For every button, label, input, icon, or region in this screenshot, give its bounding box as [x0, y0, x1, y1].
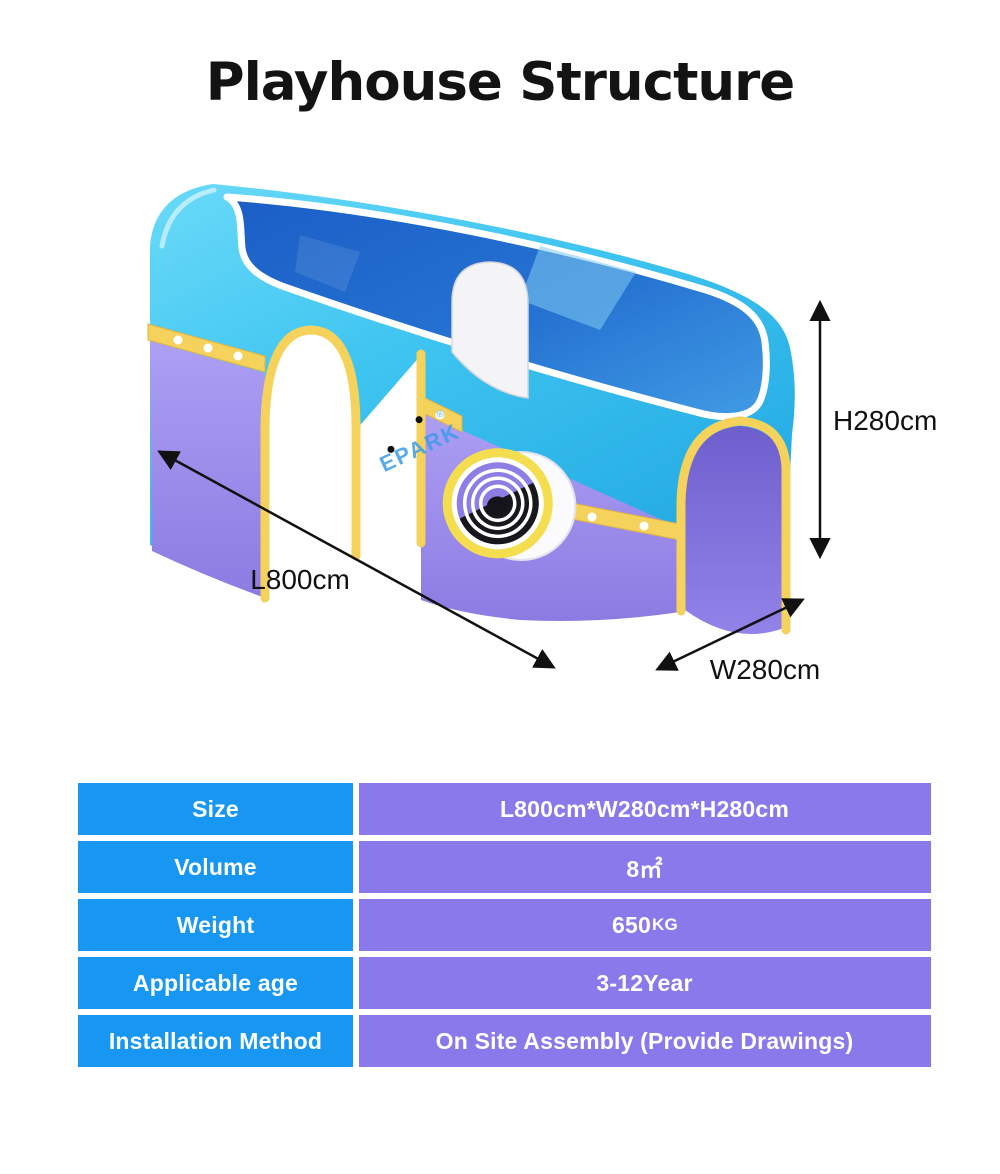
dimension-labels: H280cm L800cm W280cm: [250, 405, 937, 685]
spec-label: Applicable age: [78, 957, 353, 1009]
spec-label: Volume: [78, 841, 353, 893]
spec-label: Installation Method: [78, 1015, 353, 1067]
band-rivets: [173, 335, 649, 531]
table-row: Size L800cm*W280cm*H280cm: [78, 783, 931, 835]
width-arrow: [655, 598, 805, 671]
spec-table: Size L800cm*W280cm*H280cm Volume 8㎡ Weig…: [78, 783, 931, 1073]
right-arch-trim: [676, 416, 791, 635]
slide-arch: [451, 261, 529, 399]
interior-reflection: [520, 246, 636, 330]
spec-value: On Site Assembly (Provide Drawings): [359, 1015, 931, 1067]
left-arch-trim: [260, 325, 361, 603]
width-label: W280cm: [710, 654, 820, 685]
spec-value: 8㎡: [359, 841, 931, 893]
spec-value: 3-12Year: [359, 957, 931, 1009]
registered-mark: ®: [435, 408, 447, 421]
dimension-annotations: [157, 299, 831, 671]
height-label: H280cm: [833, 405, 937, 436]
interior-glare: [295, 235, 360, 292]
spec-label: Weight: [78, 899, 353, 951]
right-doorway-innerwall: [685, 426, 784, 634]
body-highlight: [159, 187, 217, 249]
spec-value: L800cm*W280cm*H280cm: [359, 783, 931, 835]
table-row: Applicable age 3-12Year: [78, 957, 931, 1009]
length-arrow: [157, 450, 556, 669]
left-wall: [150, 341, 265, 598]
playhouse-illustration: EPARK ® H280cm L800cm W280cm: [147, 184, 937, 685]
table-row: Installation Method On Site Assembly (Pr…: [78, 1015, 931, 1067]
playhouse-graphic: EPARK ®: [147, 184, 795, 635]
left-doorway-opening: [265, 330, 356, 602]
page-title: Playhouse Structure: [205, 52, 795, 113]
spec-label: Size: [78, 783, 353, 835]
table-row: Volume 8㎡: [78, 841, 931, 893]
length-label: L800cm: [250, 564, 350, 595]
